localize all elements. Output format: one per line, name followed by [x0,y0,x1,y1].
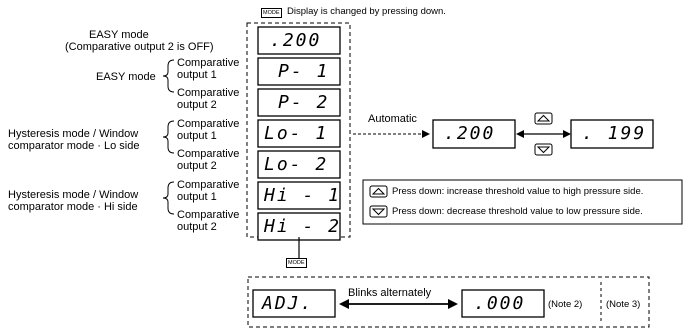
mode-key-icon: MODE [261,8,282,18]
label-hi-1: Hysteresis mode / Window [8,189,139,201]
output-label: output 1 [177,130,217,142]
mode-key-icon: MODE [286,258,307,268]
header-text: Display is changed by pressing down. [287,6,446,17]
output-label: Comparative [177,179,240,191]
output-label: output 2 [177,99,217,111]
adj-display-text: ADJ. [262,293,314,314]
output-label: Comparative [177,148,240,160]
label-easy-off-sub: (Comparative output 2 is OFF) [65,41,214,53]
display-box [257,26,341,55]
label-easy-off: EASY mode [89,29,149,41]
display-box [257,181,341,210]
output-label: Comparative [177,87,240,99]
display-box [257,57,341,86]
zero-display-box [461,289,545,318]
label-lo-1: Hysteresis mode / Window [8,128,139,140]
display-text: P- 1 [278,61,330,82]
output-label: Comparative [177,57,240,69]
left-braces [162,59,175,215]
adj-display-box [252,289,336,318]
output-label: output 2 [177,160,217,172]
display-boxes [257,26,341,241]
zero-display-text: .000 [474,293,526,314]
display-text: Hi - 2 [264,216,342,237]
display-text: Lo- 2 [264,154,329,175]
automatic-label: Automatic [368,113,417,125]
display-box [257,119,341,148]
note-2: (Note 2) [548,299,583,310]
legend-up-text: Press down: increase threshold value to … [392,186,644,197]
legend-down-text: Press down: decrease threshold value to … [392,206,643,217]
auto-display-box [570,119,654,149]
display-text: Lo- 1 [264,123,329,144]
auto-display-left: .200 [444,123,496,144]
label-lo-2: comparator mode · Lo side [8,140,140,152]
output-label: Comparative [177,209,240,221]
note-3: (Note 3) [606,299,641,310]
display-box [257,212,341,241]
label-hi-2: comparator mode · Hi side [8,201,138,213]
display-box [257,150,341,179]
auto-display-right: . 199 [582,123,647,144]
bottom-frame [247,276,650,328]
blink-label: Blinks alternately [348,287,432,299]
display-text: .200 [270,30,322,51]
output-label: output 2 [177,221,217,233]
legend-box [362,179,683,225]
label-easy-mode: EASY mode [96,71,156,83]
auto-display-box [432,119,516,149]
display-text: Hi - 1 [264,185,342,206]
display-column-frame [246,22,351,238]
output-label: output 1 [177,191,217,203]
display-box [257,88,341,117]
display-text: P- 2 [278,92,330,113]
output-label: Comparative [177,118,240,130]
output-label: output 1 [177,69,217,81]
